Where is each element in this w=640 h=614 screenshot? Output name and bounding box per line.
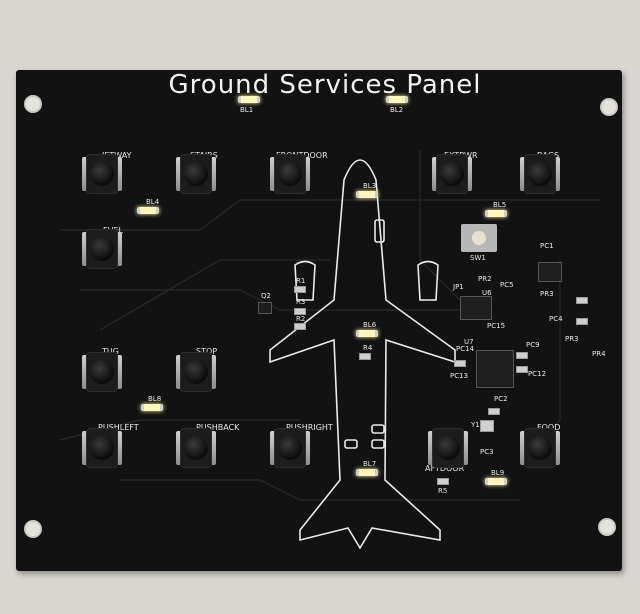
- smd-part: [488, 408, 500, 415]
- component-label: U6: [482, 289, 492, 297]
- mounting-hole: [600, 98, 618, 116]
- component-label: PC2: [494, 395, 508, 403]
- button-label: AFTDOOR: [425, 464, 465, 473]
- component-label: PC5: [500, 281, 514, 289]
- stop-button[interactable]: [176, 352, 216, 392]
- reset-switch[interactable]: [461, 224, 497, 252]
- smd-part: [576, 318, 588, 325]
- food-button[interactable]: [520, 428, 560, 468]
- component-label: PC12: [528, 370, 547, 378]
- smd-part: [516, 352, 528, 359]
- smd-part: [294, 323, 306, 330]
- component-label: R4: [363, 344, 373, 352]
- component-label: U7: [464, 338, 474, 346]
- component-label: PR2: [478, 275, 492, 283]
- led-indicator: [238, 96, 260, 103]
- led-label: BL3: [363, 182, 377, 190]
- fuel-button[interactable]: [82, 229, 122, 269]
- led-indicator: [485, 210, 507, 217]
- component-label: JP1: [453, 283, 464, 291]
- pushback-button[interactable]: [176, 428, 216, 468]
- led-indicator: [356, 330, 378, 337]
- component-label: PC14: [456, 345, 475, 353]
- component-label: R1: [296, 277, 306, 285]
- led-indicator: [141, 404, 163, 411]
- crystal: [480, 420, 494, 432]
- pushleft-button[interactable]: [82, 428, 122, 468]
- transistor: [258, 302, 272, 314]
- led-label: BL6: [363, 321, 377, 329]
- button-label: PUSHRIGHT: [286, 423, 333, 432]
- component-label: Q2: [261, 292, 271, 300]
- aftdoor-button[interactable]: [428, 428, 468, 468]
- bags-button[interactable]: [520, 154, 560, 194]
- button-label: STOP: [196, 347, 217, 356]
- pushright-button[interactable]: [270, 428, 310, 468]
- led-label: BL4: [146, 198, 160, 206]
- smd-part: [516, 366, 528, 373]
- mounting-hole: [598, 518, 616, 536]
- button-label: PUSHLEFT: [98, 423, 139, 432]
- component-label: PC9: [526, 341, 540, 349]
- component-label: PC3: [480, 448, 494, 456]
- regulator-chip: [538, 262, 562, 282]
- airplane-outline: [269, 159, 456, 550]
- mounting-hole: [24, 95, 42, 113]
- component-label: PR3: [540, 290, 554, 298]
- component-label: R2: [296, 315, 306, 323]
- tug-button[interactable]: [82, 352, 122, 392]
- led-label: BL8: [148, 395, 162, 403]
- component-label: PR3: [565, 335, 579, 343]
- smd-part: [454, 360, 466, 367]
- led-indicator: [137, 207, 159, 214]
- smd-part: [359, 353, 371, 360]
- component-label: Y1: [471, 421, 480, 429]
- extpwr-button[interactable]: [432, 154, 472, 194]
- microcontroller-chip: [476, 350, 514, 388]
- component-label: PR4: [592, 350, 606, 358]
- component-label: PC1: [540, 242, 554, 250]
- button-label: PUSHBACK: [196, 423, 240, 432]
- led-label: BL2: [390, 106, 404, 114]
- led-indicator: [485, 478, 507, 485]
- ic-chip: [460, 296, 492, 320]
- button-label: TUG: [102, 347, 119, 356]
- smd-part: [294, 286, 306, 293]
- component-label: PC15: [487, 322, 506, 330]
- led-label: BL5: [493, 201, 507, 209]
- button-label: FOOD: [537, 423, 560, 432]
- component-label: PC13: [450, 372, 469, 380]
- smd-part: [576, 297, 588, 304]
- component-label: R5: [438, 487, 448, 495]
- led-label: BL7: [363, 460, 377, 468]
- component-label: PC4: [549, 315, 563, 323]
- jetway-button[interactable]: [82, 154, 122, 194]
- smd-part: [294, 308, 306, 315]
- frontdoor-button[interactable]: [270, 154, 310, 194]
- led-indicator: [356, 469, 378, 476]
- led-indicator: [386, 96, 408, 103]
- mounting-hole: [24, 520, 42, 538]
- led-indicator: [356, 191, 378, 198]
- led-label: BL1: [240, 106, 254, 114]
- led-label: BL9: [491, 469, 505, 477]
- panel-title: Ground Services Panel: [168, 70, 482, 100]
- smd-part: [437, 478, 449, 485]
- stairs-button[interactable]: [176, 154, 216, 194]
- component-label: R3: [296, 298, 306, 306]
- component-label: SW1: [470, 254, 486, 262]
